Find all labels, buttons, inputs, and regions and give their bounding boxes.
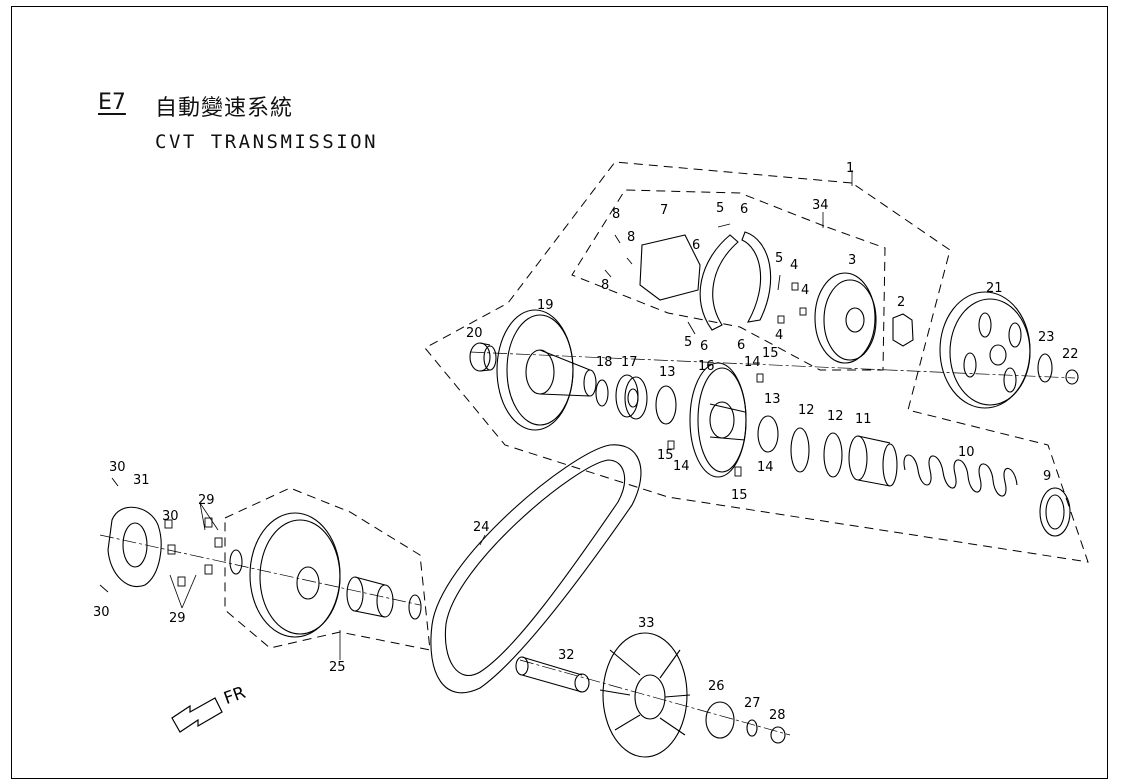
sliding-face-part16	[689, 362, 747, 478]
assembly-outlines	[224, 161, 1089, 651]
callout: 22	[1062, 347, 1079, 362]
callout: 18	[596, 355, 613, 370]
callout-labels: 1 2 3 4 4 4 5 5 5 6 6 6 6 7 8 8 8 9 10 1…	[93, 161, 1079, 723]
callout: 4	[790, 258, 798, 273]
callout: 6	[740, 202, 748, 217]
callout: 19	[537, 298, 554, 313]
nut-part28	[770, 726, 786, 744]
title-english: CVT TRANSMISSION	[155, 131, 379, 153]
callout: 13	[659, 365, 676, 380]
oil-seal-part13b	[757, 415, 779, 453]
callout: 33	[638, 616, 655, 631]
nut-part22	[1065, 369, 1079, 385]
leader-lines	[169, 170, 853, 660]
ring-part-left	[229, 549, 243, 575]
callout: 11	[855, 412, 872, 427]
callout: 5	[684, 335, 692, 350]
callout: 4	[801, 283, 809, 298]
ring-part-right	[408, 594, 422, 620]
collar-part11	[848, 435, 898, 487]
callout: 27	[744, 696, 761, 711]
clutch-bell-part21	[939, 291, 1031, 409]
front-arrow-icon	[171, 697, 223, 733]
callout: 6	[692, 238, 700, 253]
callout: 2	[897, 295, 905, 310]
driven-face-part19	[496, 309, 597, 431]
callout: 25	[329, 660, 346, 675]
callout: 31	[133, 473, 150, 488]
callout: 17	[621, 355, 638, 370]
callout: 3	[848, 253, 856, 268]
fan-part33	[599, 632, 691, 758]
callout: 24	[473, 520, 490, 535]
circlip-part18	[595, 379, 609, 407]
callout: 7	[660, 203, 668, 218]
nut-part2	[892, 313, 914, 347]
clutch-plate-part3	[814, 272, 877, 364]
callout: 6	[700, 339, 708, 354]
drawing-frame	[11, 6, 1108, 779]
callout: 20	[466, 326, 483, 341]
shoe-plate-part7	[639, 234, 701, 301]
callout: 30	[162, 509, 179, 524]
callout: 14	[744, 355, 761, 370]
washer-part27	[746, 719, 758, 737]
callout: 9	[1043, 469, 1051, 484]
ramp-plate-part31	[107, 506, 162, 588]
pins-rollers-part14-15	[667, 373, 764, 477]
boss-collar	[346, 576, 394, 618]
seal-collar-part9	[1039, 487, 1071, 537]
callout: 23	[1038, 330, 1055, 345]
clutch-shoes-part6	[699, 231, 772, 331]
callout: 21	[986, 281, 1003, 296]
spring-part10	[903, 454, 1018, 497]
callout: 8	[601, 278, 609, 293]
callout: 14	[757, 460, 774, 475]
callout: 15	[731, 488, 748, 503]
callout: 12	[798, 403, 815, 418]
callout: 1	[846, 161, 854, 176]
rollers-sliders-part29-30	[99, 477, 223, 593]
callout: 30	[109, 460, 126, 475]
o-ring-part12a	[790, 427, 810, 473]
gear-part26	[705, 701, 735, 739]
sleeve-part32	[515, 656, 590, 693]
washer-part23	[1037, 353, 1053, 383]
callout: 15	[762, 346, 779, 361]
callout: 16	[698, 359, 715, 374]
callout: 29	[169, 611, 186, 626]
small-springs-pins	[604, 223, 807, 335]
bearing-part17	[615, 374, 648, 420]
callout: 8	[627, 230, 635, 245]
callout: 34	[812, 198, 829, 213]
callout: 12	[827, 409, 844, 424]
callout: 15	[657, 448, 674, 463]
section-code: E7	[98, 90, 126, 115]
callout: 14	[673, 459, 690, 474]
callout: 13	[764, 392, 781, 407]
callout: 5	[716, 201, 724, 216]
callout: 28	[769, 708, 786, 723]
movable-drive-face-part25	[249, 512, 341, 638]
callout: 30	[93, 605, 110, 620]
callout: 32	[558, 648, 575, 663]
o-ring-part12b	[823, 432, 843, 478]
callout: 6	[737, 338, 745, 353]
callout: 26	[708, 679, 725, 694]
needle-bearing-part20	[469, 342, 497, 372]
callout: 10	[958, 445, 975, 460]
oil-seal-part13a	[655, 385, 677, 425]
callout: 5	[775, 251, 783, 266]
drive-belt-part24	[430, 444, 642, 694]
callout: 29	[198, 493, 215, 508]
callout: 4	[775, 328, 783, 343]
callout: 8	[612, 207, 620, 222]
title-chinese: 自動變速系統	[155, 96, 294, 121]
